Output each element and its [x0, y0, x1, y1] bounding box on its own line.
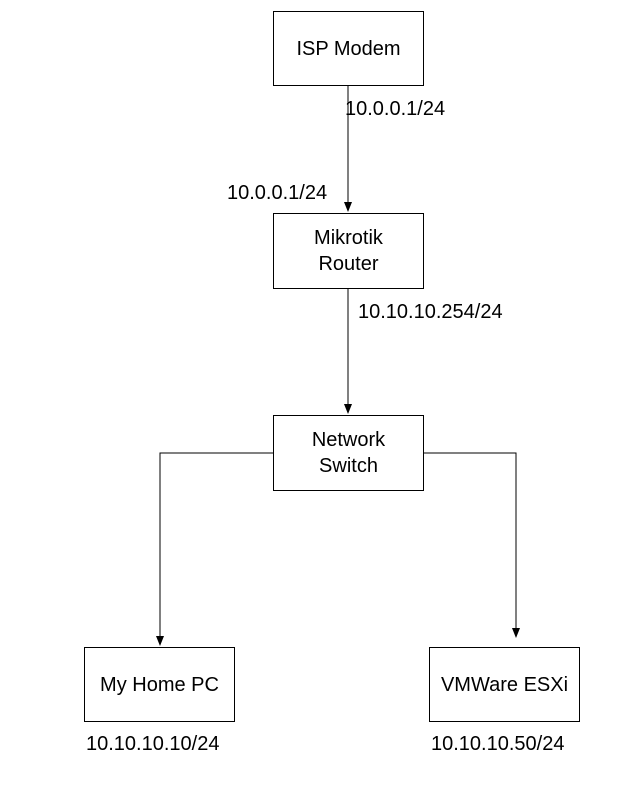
home-pc-ip-label: 10.10.10.10/24: [86, 733, 220, 755]
switch-to-homepc-link: [156, 452, 273, 646]
network-switch-label: Network Switch: [311, 429, 386, 477]
isp-modem-label: ISP Modem: [296, 37, 401, 60]
mikrotik-router-node: Mikrotik Router: [273, 213, 424, 289]
vmware-esxi-label: VMWare ESXi: [440, 673, 569, 696]
switch-to-esxi-link: [424, 452, 520, 638]
network-switch-node: Network Switch: [273, 415, 424, 491]
home-pc-label: My Home PC: [100, 673, 219, 696]
isp-modem-node: ISP Modem: [273, 11, 424, 86]
home-pc-node: My Home PC: [84, 647, 235, 722]
vmware-esxi-node: VMWare ESXi: [429, 647, 580, 722]
esxi-ip-label: 10.10.10.50/24: [431, 733, 565, 755]
router-wan-ip-label: 10.0.0.1/24: [227, 182, 328, 204]
modem-ip-label: 10.0.0.1/24: [345, 98, 446, 120]
router-lan-ip-label: 10.10.10.254/24: [358, 301, 503, 323]
mikrotik-router-label: Mikrotik Router: [314, 227, 383, 275]
